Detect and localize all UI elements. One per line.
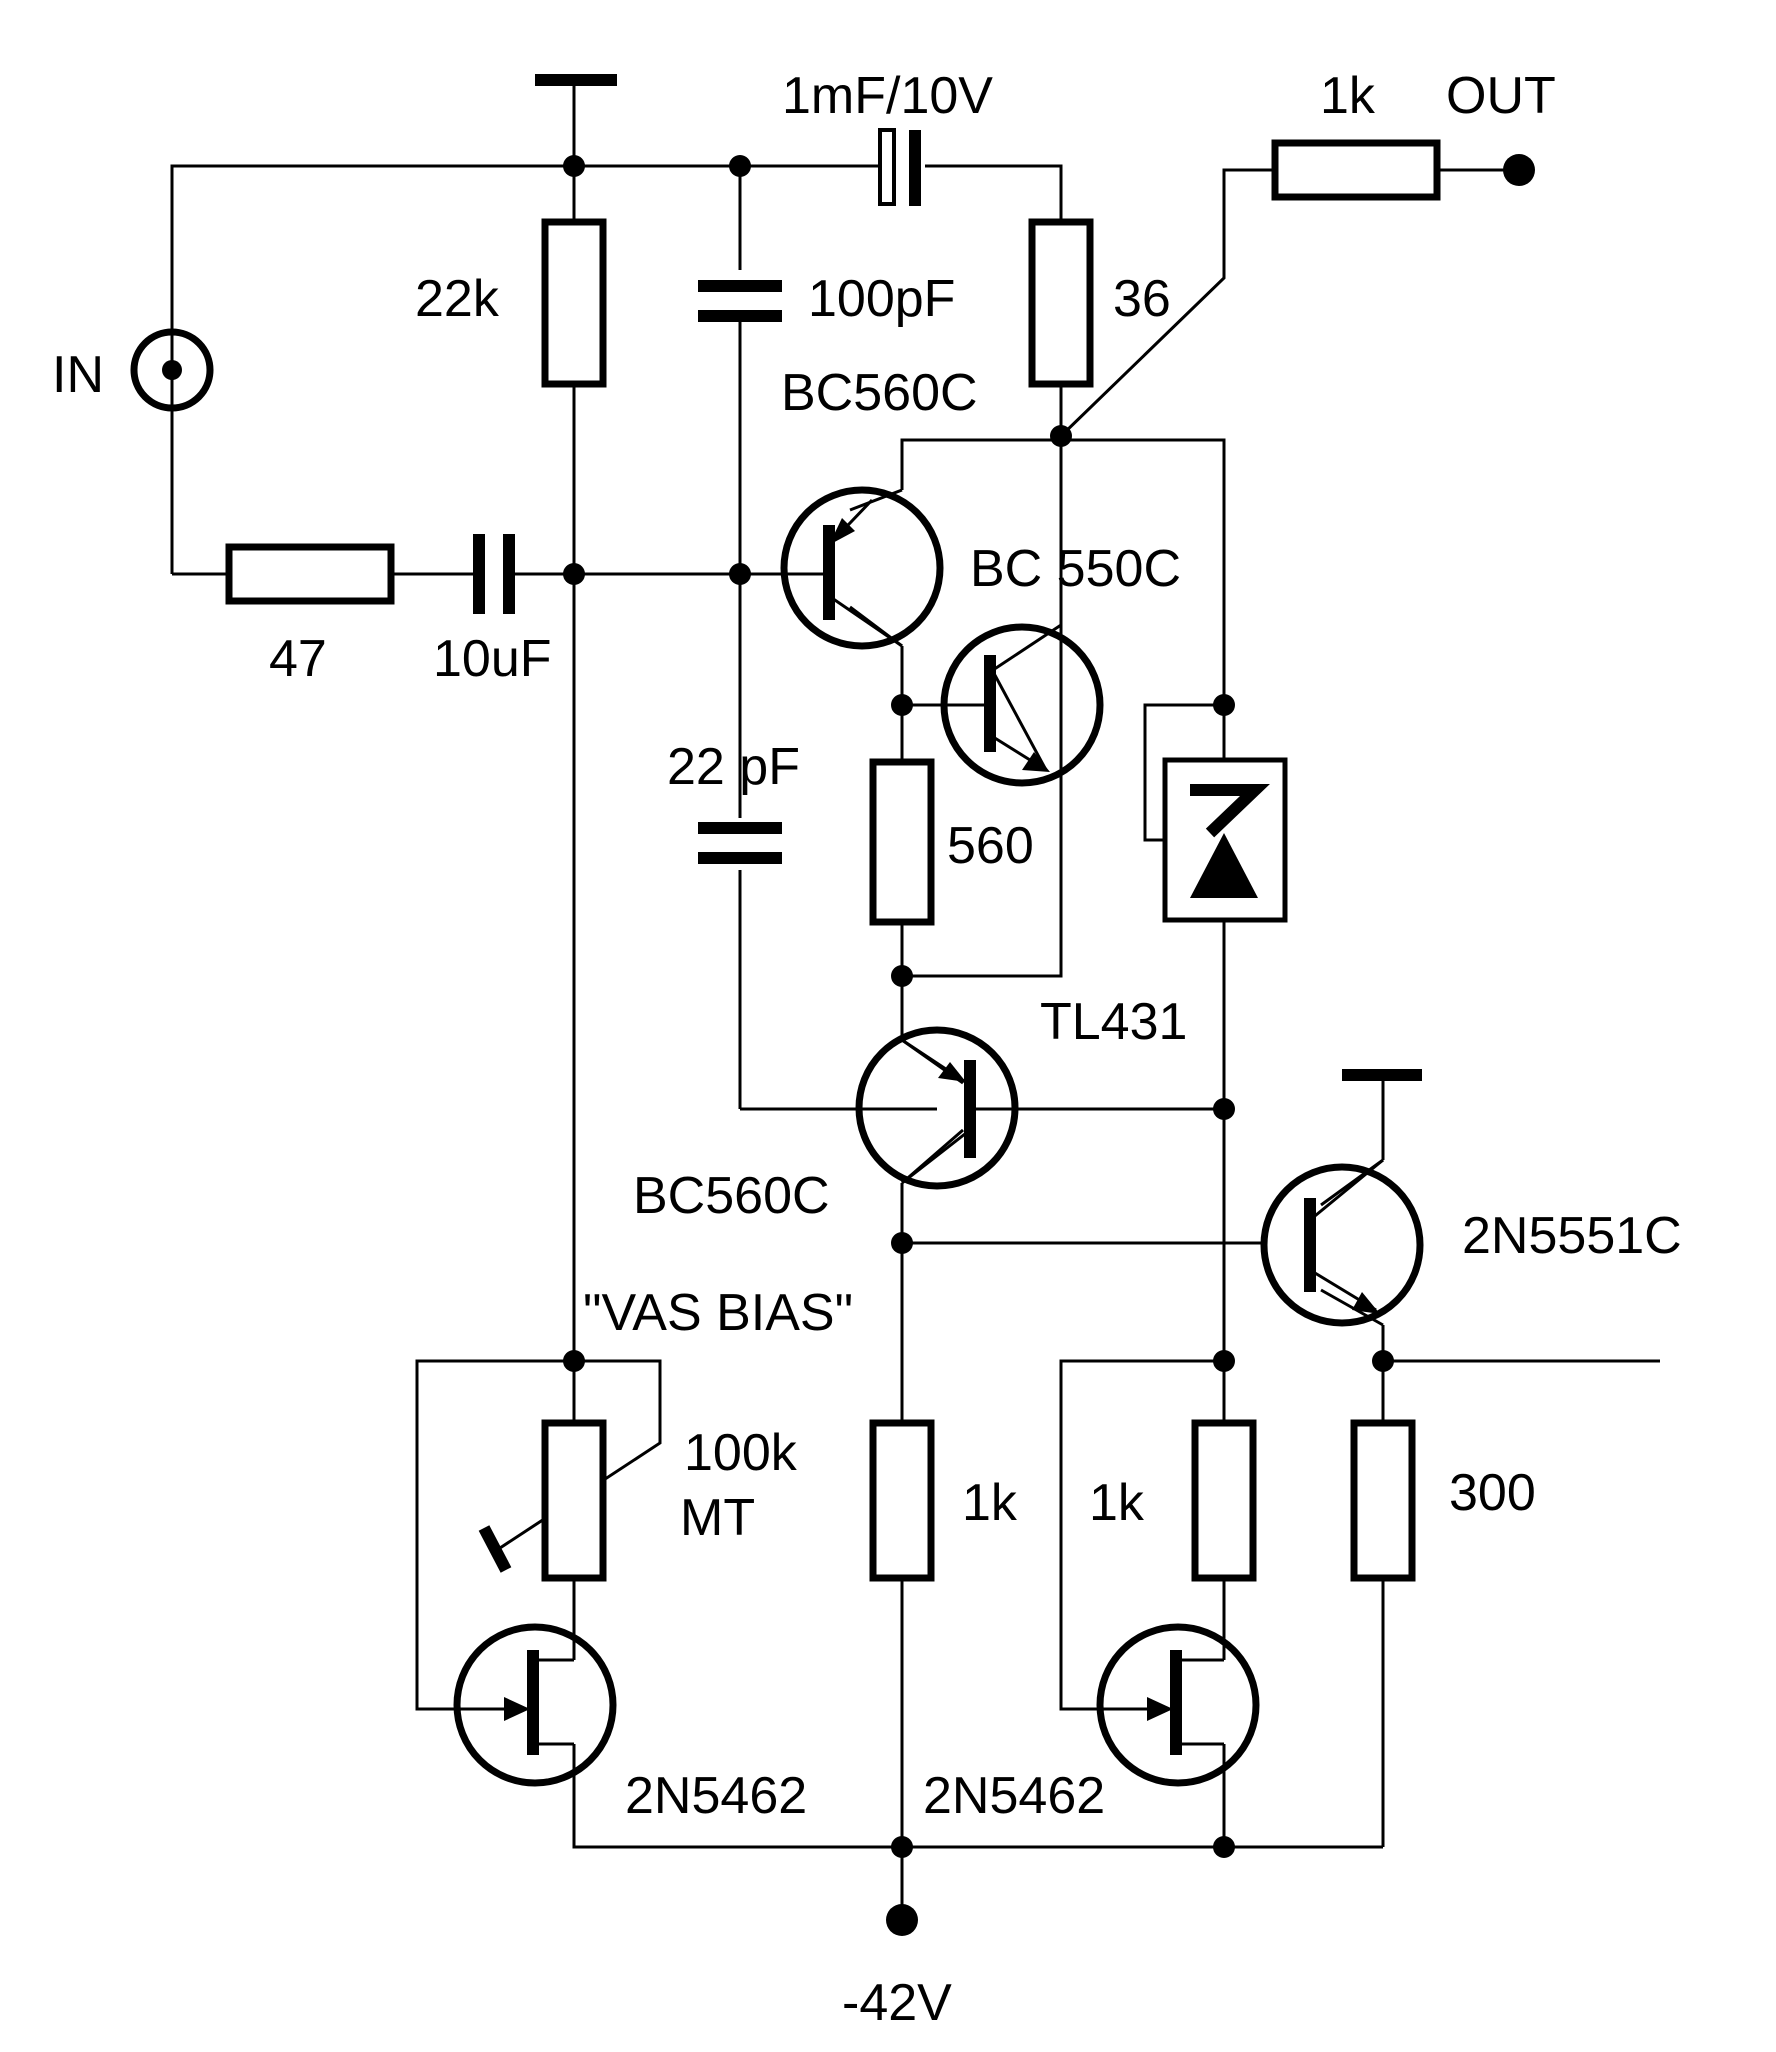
label-q-bc560c-mid: BC560C xyxy=(633,1167,830,1225)
capacitor-10uf xyxy=(473,534,515,614)
potentiometer-100k xyxy=(541,1419,607,1582)
label-r-47: 47 xyxy=(269,630,327,688)
label-supply: -42V xyxy=(842,1974,952,2032)
junction-dots xyxy=(563,155,1394,1858)
transistor-bc560c-top xyxy=(780,486,944,650)
label-out: OUT xyxy=(1446,67,1556,125)
supply-terminal xyxy=(886,1904,918,1936)
label-u-tl431: TL431 xyxy=(1040,993,1187,1051)
transistor-bc560c-mid xyxy=(855,1026,1019,1190)
pot-wiper-marker xyxy=(478,1525,512,1573)
resistor-1k-center xyxy=(869,1419,935,1582)
resistor-1k-out xyxy=(1271,139,1441,201)
capacitor-1mf xyxy=(878,128,921,206)
resistor-1k-right xyxy=(1191,1419,1257,1582)
label-c-100pf: 100pF xyxy=(808,270,955,328)
resistor-22k xyxy=(541,218,607,388)
label-r-36: 36 xyxy=(1113,270,1171,328)
transistor-bc550c xyxy=(902,623,1104,787)
label-c-10uf: 10uF xyxy=(433,630,552,688)
label-r-out: 1k xyxy=(1320,67,1376,125)
label-c-22pf: 22 pF xyxy=(667,738,800,796)
resistor-560 xyxy=(869,758,935,926)
jfet-2n5462-left xyxy=(453,1623,617,1787)
label-r-22k: 22k xyxy=(415,270,500,328)
transistor-2n5551c xyxy=(1260,1158,1424,1327)
input-connector xyxy=(130,328,214,412)
label-r-1k-a: 1k xyxy=(962,1474,1018,1532)
capacitor-22pf xyxy=(698,822,782,864)
label-j-left: 2N5462 xyxy=(625,1767,807,1825)
jfet-2n5462-right xyxy=(1096,1623,1260,1787)
label-pot-value: 100k xyxy=(684,1424,798,1482)
tl431-shunt-regulator xyxy=(1162,705,1288,1109)
label-q-bc550c: BC 550C xyxy=(970,540,1181,598)
capacitor-100pf xyxy=(698,280,782,322)
label-r-1k-b: 1k xyxy=(1089,1474,1145,1532)
label-q-bc560c-top: BC560C xyxy=(781,364,978,422)
resistor-300 xyxy=(1350,1419,1416,1582)
label-in: IN xyxy=(52,346,104,404)
wires xyxy=(170,80,1660,1920)
label-r-560: 560 xyxy=(947,817,1034,875)
resistor-36 xyxy=(1028,218,1094,388)
label-vas-bias: "VAS BIAS" xyxy=(583,1284,853,1342)
label-q-2n5551c: 2N5551C xyxy=(1462,1207,1682,1265)
output-terminal xyxy=(1503,154,1535,186)
resistor-47 xyxy=(225,543,395,605)
label-c-1mf: 1mF/10V xyxy=(782,67,993,125)
label-j-right: 2N5462 xyxy=(923,1767,1105,1825)
label-pot-type: MT xyxy=(680,1489,755,1547)
label-r-300: 300 xyxy=(1449,1464,1536,1522)
